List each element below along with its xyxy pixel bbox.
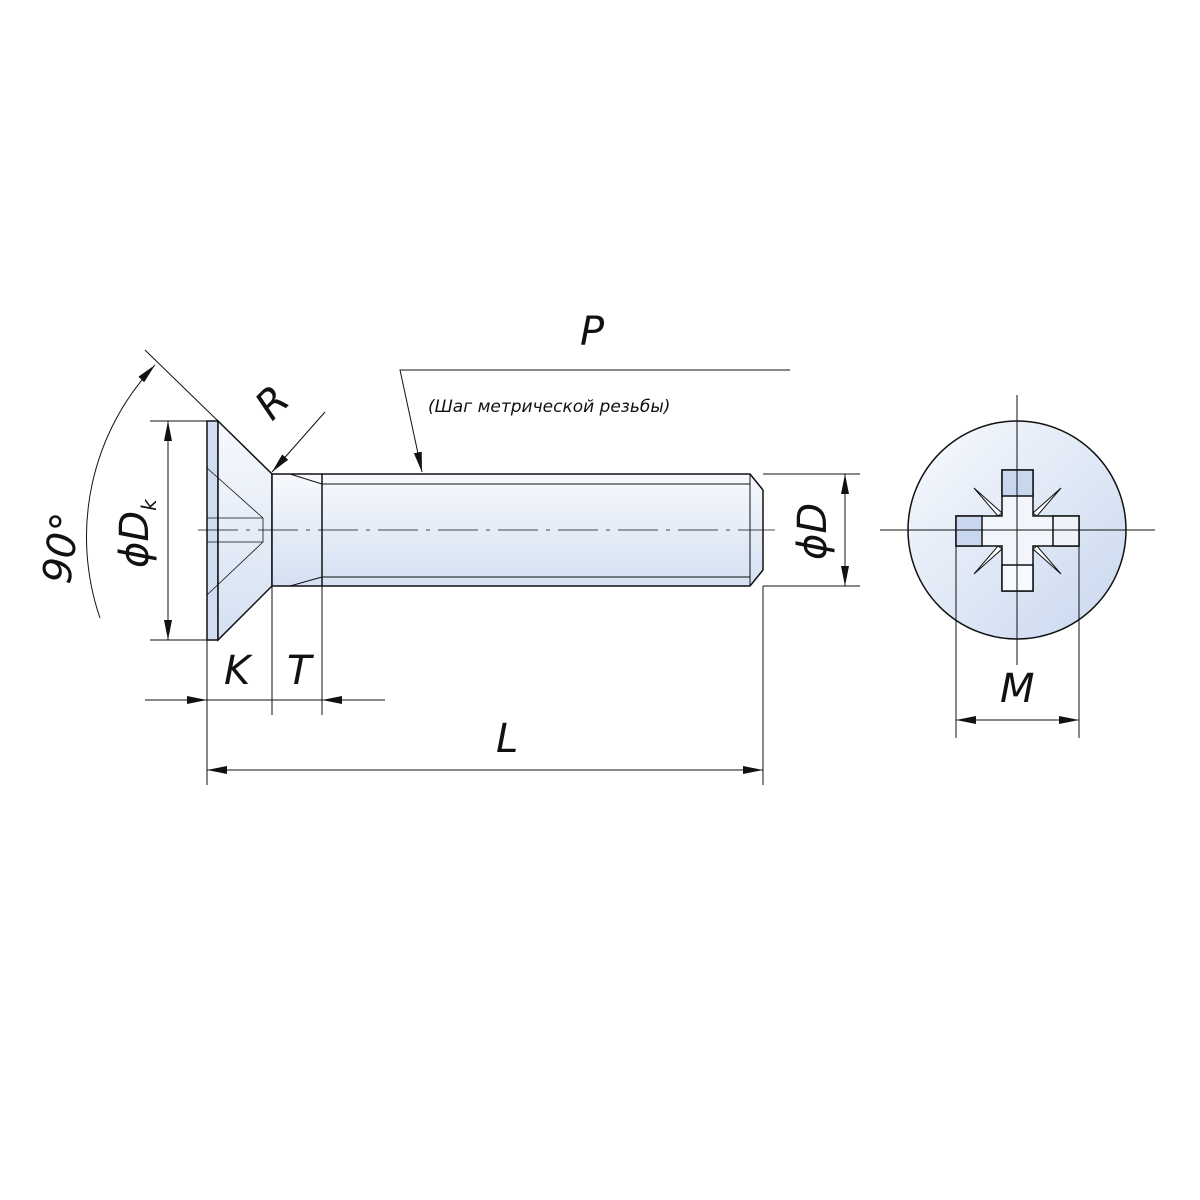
screw-side-view: [198, 419, 775, 642]
p-label: P: [580, 309, 605, 355]
pitch-leader: [399, 369, 790, 473]
m-label: M: [1000, 666, 1035, 712]
angle-arc: [86, 364, 156, 619]
k-label: K: [224, 648, 253, 694]
head-diameter-label: ϕD: [112, 511, 158, 568]
head-face: [206, 420, 219, 641]
l-label: L: [496, 716, 518, 762]
dimensions: [86, 349, 860, 785]
t-label: T: [287, 648, 315, 694]
screw-end-view: [880, 395, 1155, 738]
head-diameter-subscript: k: [137, 498, 161, 511]
d-label: ϕD: [790, 503, 836, 560]
head-diameter-label-group: ϕDk: [112, 498, 161, 568]
svg-text:ϕDk: ϕDk: [112, 498, 161, 568]
head-cone: [217, 419, 273, 642]
pitch-note: (Шаг метрической резьбы): [428, 397, 670, 417]
radius-leader: [271, 411, 326, 473]
angle-label: 90°: [34, 510, 89, 587]
radius-label: R: [247, 377, 299, 429]
